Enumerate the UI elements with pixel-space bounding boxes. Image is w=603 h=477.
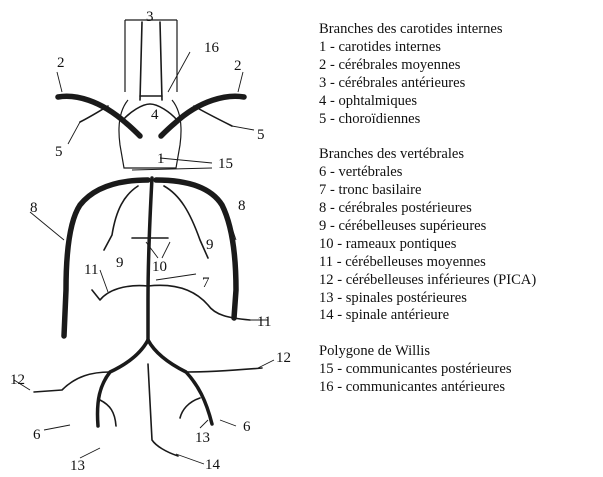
legend-item: 10 - rameaux pontiques <box>319 236 601 254</box>
label-5-right: 5 <box>257 127 265 143</box>
legend-item: 6 - vertébrales <box>319 164 601 182</box>
label-11-right: 11 <box>257 314 271 330</box>
legend-group-vertebral: Branches des vertébrales 6 - vertébrales… <box>319 146 601 325</box>
legend-item: 9 - cérébelleuses supérieures <box>319 218 601 236</box>
label-14: 14 <box>205 457 221 473</box>
legend-item: 1 - carotides internes <box>319 39 601 57</box>
legend-title-carotid: Branches des carotides internes <box>319 21 601 39</box>
anterior-cerebral-arteries <box>140 22 162 100</box>
legend-title-vertebral: Branches des vertébrales <box>319 146 601 164</box>
label-13-right: 13 <box>195 430 210 446</box>
vertebral-junction-right <box>148 340 212 424</box>
legend-item: 16 - communicantes antérieures <box>319 379 601 397</box>
legend-group-willis: Polygone de Willis 15 - communicantes po… <box>319 343 601 397</box>
label-10: 10 <box>152 259 167 275</box>
superior-cerebellar-right <box>164 186 208 258</box>
label-7: 7 <box>202 275 210 291</box>
vessel-drawing <box>14 20 274 464</box>
label-2-right: 2 <box>234 58 242 74</box>
legend-item: 11 - cérébelleuses moyennes <box>319 254 601 272</box>
legend-item: 12 - cérébelleuses inférieures (PICA) <box>319 272 601 290</box>
choroidal-right <box>194 106 232 126</box>
label-8-right: 8 <box>238 198 246 214</box>
posterior-cerebral-left <box>64 180 148 336</box>
label-16: 16 <box>204 40 220 56</box>
anterior-cerebral-box <box>125 20 177 92</box>
legend-item: 14 - spinale antérieure <box>319 307 601 325</box>
label-4: 4 <box>151 107 159 123</box>
inferior-cerebellar-left <box>34 372 110 392</box>
legend-item: 8 - cérébrales postérieures <box>319 200 601 218</box>
legend-item: 7 - tronc basilaire <box>319 182 601 200</box>
label-8-left: 8 <box>30 200 38 216</box>
ophthalmic-arteries <box>123 104 177 120</box>
legend-title-willis: Polygone de Willis <box>319 343 601 361</box>
label-12-right: 12 <box>276 350 291 366</box>
label-1: 1 <box>157 151 165 167</box>
label-13-left: 13 <box>70 458 85 474</box>
label-11-left: 11 <box>84 262 98 278</box>
middle-cerebellar-left <box>92 286 148 300</box>
anterior-spinal-artery <box>148 364 178 456</box>
label-6-left: 6 <box>33 427 41 443</box>
posterior-spinal-right <box>180 398 200 418</box>
superior-cerebellar-left <box>104 186 138 250</box>
willis-polygon <box>119 100 181 168</box>
legend-item: 3 - cérébrales antérieures <box>319 75 601 93</box>
label-6-right: 6 <box>243 419 251 435</box>
label-15: 15 <box>218 156 233 172</box>
choroidal-left <box>80 106 108 122</box>
vertebral-junction <box>98 340 149 426</box>
label-5-left: 5 <box>55 144 63 160</box>
legend-item: 2 - cérébrales moyennes <box>319 57 601 75</box>
label-2-left: 2 <box>57 55 65 71</box>
posterior-spinal-left <box>100 400 116 426</box>
legend-item: 15 - communicantes postérieures <box>319 361 601 379</box>
legend-item: 5 - choroïdiennes <box>319 111 601 129</box>
legend-item: 13 - spinales postérieures <box>319 290 601 308</box>
label-12-left: 12 <box>10 372 25 388</box>
label-9-left: 9 <box>116 255 124 271</box>
arterial-diagram: 3 16 2 2 4 5 5 1 15 8 8 9 9 10 11 7 11 1… <box>0 0 320 477</box>
legend: Branches des carotides internes 1 - caro… <box>319 21 601 415</box>
inferior-cerebellar-right <box>186 368 262 372</box>
legend-group-carotid: Branches des carotides internes 1 - caro… <box>319 21 601 128</box>
label-9-right: 9 <box>206 237 214 253</box>
legend-item: 4 - ophtalmiques <box>319 93 601 111</box>
posterior-cerebral-right <box>156 180 236 318</box>
label-3: 3 <box>146 9 154 25</box>
